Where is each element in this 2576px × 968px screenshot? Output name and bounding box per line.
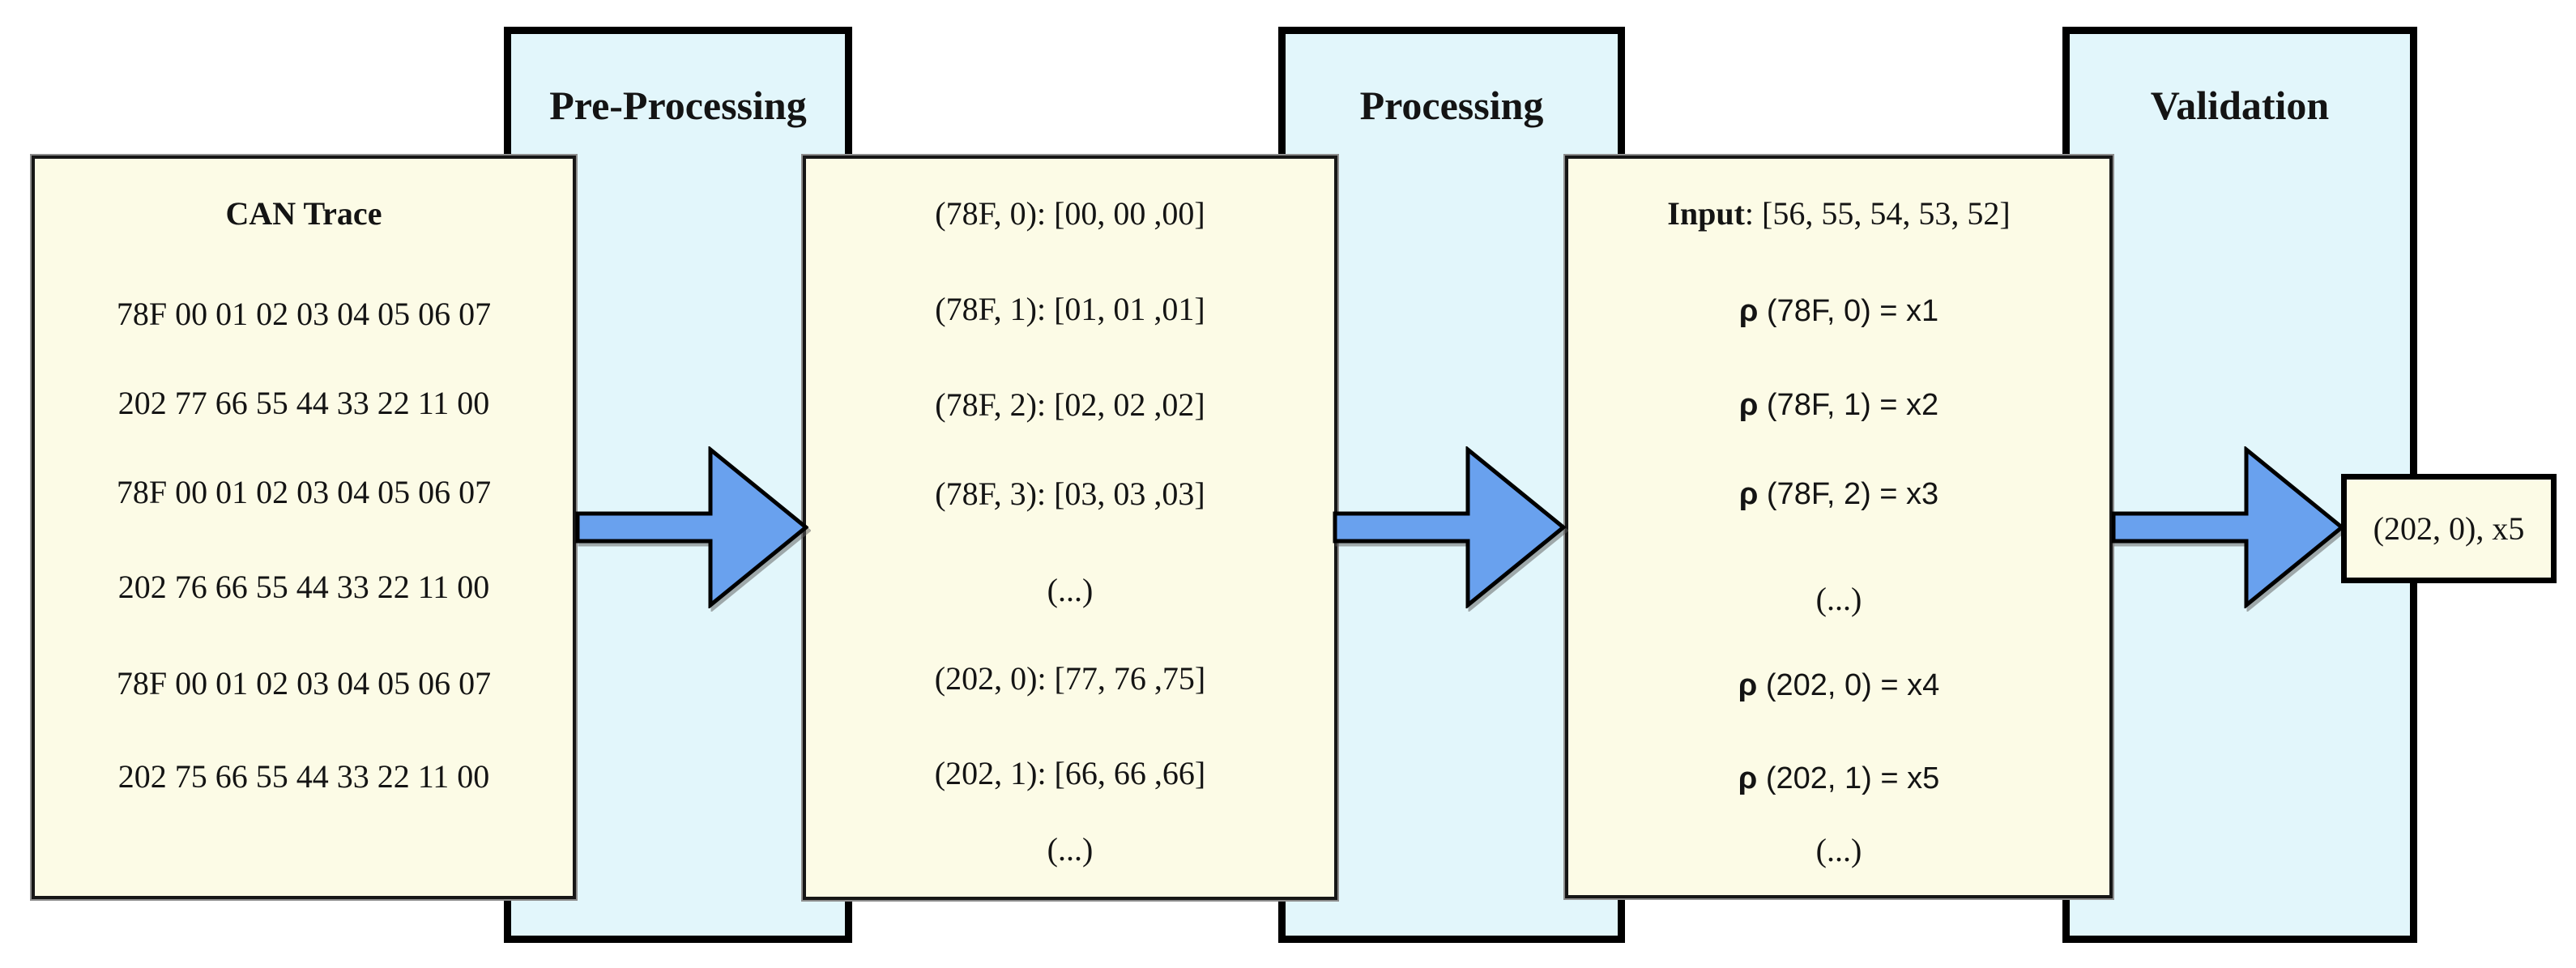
can-frame-row: 202 77 66 55 44 33 22 11 00 <box>117 385 490 421</box>
can-frame-row: 202 76 66 55 44 33 22 11 00 <box>117 569 490 605</box>
stage-label-preprocessing: Pre-Processing <box>549 83 807 128</box>
can-frame-row: 78F 00 01 02 03 04 05 06 07 <box>116 474 492 510</box>
parsed-signals-box: (78F, 0): [00, 00 ,00] (78F, 1): [01, 01… <box>801 154 1339 902</box>
signal-row: (78F, 2): [02, 02 ,02] <box>935 386 1205 423</box>
can-frame-row: 78F 00 01 02 03 04 05 06 07 <box>116 296 492 332</box>
signal-row: (78F, 0): [00, 00 ,00] <box>935 195 1205 232</box>
rho-symbol: ρ <box>1738 388 1759 422</box>
input-label: Input <box>1667 195 1745 232</box>
rho-symbol: ρ <box>1738 761 1758 795</box>
stage-label-processing: Processing <box>1359 83 1544 128</box>
model-io-box: Input: [56, 55, 54, 53, 52] ρ (78F, 0) =… <box>1563 154 2114 900</box>
can-trace-box: CAN Trace 78F 00 01 02 03 04 05 06 07 20… <box>30 154 578 901</box>
stage-label-validation: Validation <box>2150 83 2330 128</box>
can-frame-row: 78F 00 01 02 03 04 05 06 07 <box>116 665 492 701</box>
signal-row-ellipsis: (...) <box>1047 831 1094 868</box>
signal-row: (202, 0): [77, 76 ,75] <box>934 660 1206 697</box>
model-row-ellipsis: (...) <box>1815 832 1862 868</box>
arrow-right-icon <box>1333 446 1566 608</box>
model-row: ρ (78F, 2) = x3 <box>1568 470 2109 518</box>
flow-arrow-validation <box>2111 446 2344 608</box>
signal-row: (78F, 1): [01, 01 ,01] <box>935 291 1205 327</box>
rho-symbol: ρ <box>1738 294 1759 328</box>
signal-row-ellipsis: (...) <box>1047 572 1094 608</box>
validation-output-text: (202, 0), x5 <box>2373 510 2525 547</box>
model-row-text: (78F, 2) = x3 <box>1758 477 1939 511</box>
model-row-text: (202, 1) = x5 <box>1757 761 1940 795</box>
model-row-ellipsis: (...) <box>1815 581 1862 617</box>
rho-symbol: ρ <box>1738 477 1759 511</box>
signal-row: (202, 1): [66, 66 ,66] <box>934 755 1206 791</box>
model-row: ρ (202, 1) = x5 <box>1568 754 2109 803</box>
signal-row: (78F, 3): [03, 03 ,03] <box>935 475 1205 512</box>
model-input-row: Input: [56, 55, 54, 53, 52] <box>1568 190 2109 238</box>
arrow-right-icon <box>2111 446 2344 608</box>
model-row-text: (202, 0) = x4 <box>1757 668 1940 702</box>
can-frame-row: 202 75 66 55 44 33 22 11 00 <box>117 758 490 795</box>
flow-arrow-preprocessing <box>575 446 808 608</box>
arrow-right-icon <box>575 446 808 608</box>
model-row-text: (78F, 1) = x2 <box>1758 388 1939 422</box>
model-row: ρ (78F, 0) = x1 <box>1568 287 2109 335</box>
validation-output-box: (202, 0), x5 <box>2341 474 2557 583</box>
model-row: ρ (78F, 1) = x2 <box>1568 381 2109 429</box>
model-input-values: : [56, 55, 54, 53, 52] <box>1744 195 2011 232</box>
rho-symbol: ρ <box>1738 668 1758 702</box>
flow-arrow-processing <box>1333 446 1566 608</box>
model-row: ρ (202, 0) = x4 <box>1568 661 2109 710</box>
model-row-text: (78F, 0) = x1 <box>1758 294 1939 328</box>
can-trace-title: CAN Trace <box>225 195 382 232</box>
